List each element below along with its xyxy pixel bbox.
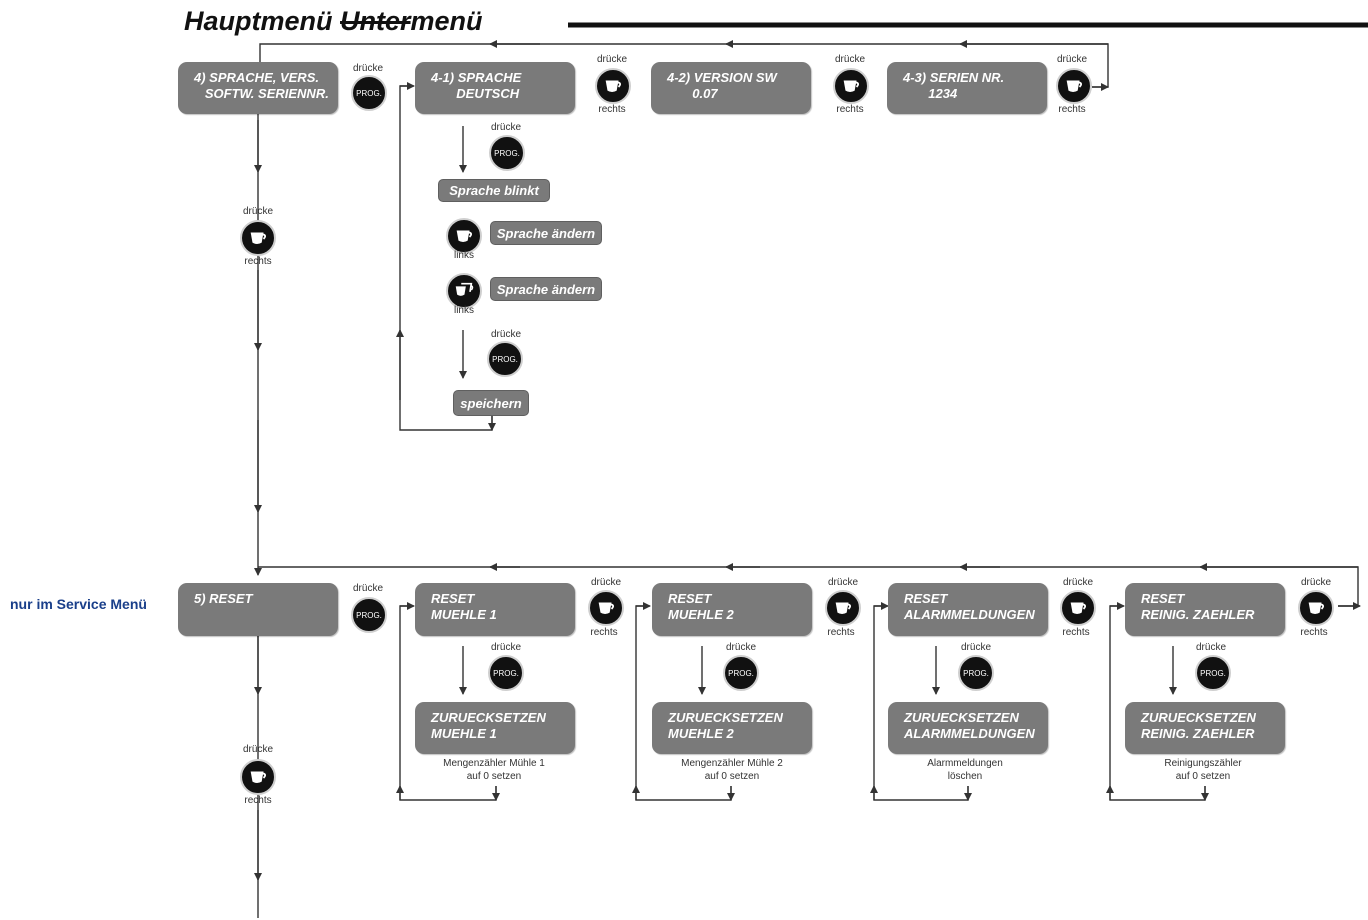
prog-label: PROG. [494, 148, 520, 158]
cup-icon[interactable] [588, 590, 624, 626]
label-press: drücke [1195, 642, 1226, 653]
prog-button-icon[interactable]: PROG. [489, 135, 525, 171]
box-zurueck-alarm[interactable]: ZURUECKSETZEN ALARMMELDUNGEN [888, 702, 1048, 754]
box-reset-alarm[interactable]: RESET ALARMMELDUNGEN [888, 583, 1048, 636]
label-right: rechts [1300, 627, 1328, 638]
pill-speichern: speichern [453, 390, 529, 416]
label-press: drücke [490, 642, 521, 653]
label-left: links [453, 250, 474, 261]
label-press: drücke [490, 329, 521, 340]
label-right: rechts [244, 795, 272, 806]
prog-button-icon[interactable]: PROG. [488, 655, 524, 691]
prog-button-icon[interactable]: PROG. [723, 655, 759, 691]
box-reset-muehle-2[interactable]: RESET MUEHLE 2 [652, 583, 812, 636]
label-press: drücke [352, 583, 383, 594]
label-right: rechts [827, 627, 855, 638]
label-press: drücke [960, 642, 991, 653]
box-zurueck-reinig[interactable]: ZURUECKSETZEN REINIG. ZAEHLER [1125, 702, 1285, 754]
box-sprache-deutsch[interactable]: 4-1) SPRACHE DEUTSCH [415, 62, 575, 114]
title-rest: menü [410, 6, 483, 36]
cup-icon[interactable] [833, 68, 869, 104]
cup-icon[interactable] [1060, 590, 1096, 626]
prog-button-icon[interactable]: PROG. [351, 597, 387, 633]
pill-sprache-blinkt: Sprache blinkt [438, 179, 550, 202]
prog-label: PROG. [356, 610, 382, 620]
label-press: drücke [827, 577, 858, 588]
box-zurueck-muehle-1[interactable]: ZURUECKSETZEN MUEHLE 1 [415, 702, 575, 754]
pill-sprache-aendern-2: Sprache ändern [490, 277, 602, 301]
label-press: drücke [590, 577, 621, 588]
cup-icon[interactable] [446, 218, 482, 254]
prog-label: PROG. [728, 668, 754, 678]
prog-label: PROG. [493, 668, 519, 678]
cup-icon[interactable] [1298, 590, 1334, 626]
box-serien-nr[interactable]: 4-3) SERIEN NR. 1234 [887, 62, 1047, 114]
cup-icon[interactable] [240, 220, 276, 256]
label-right: rechts [244, 256, 272, 267]
double-cup-icon[interactable] [446, 273, 482, 309]
cup-icon[interactable] [240, 759, 276, 795]
label-press: drücke [1300, 577, 1331, 588]
prog-button-icon[interactable]: PROG. [487, 341, 523, 377]
box-zurueck-muehle-2[interactable]: ZURUECKSETZEN MUEHLE 2 [652, 702, 812, 754]
service-menu-note: nur im Service Menü [10, 596, 147, 612]
label-right: rechts [1062, 627, 1090, 638]
prog-button-icon[interactable]: PROG. [1195, 655, 1231, 691]
label-right: rechts [836, 104, 864, 115]
title-struck: Unter [340, 6, 411, 36]
page-title: Hauptmenü Untermenü [184, 6, 483, 37]
caption-muehle-2: Mengenzähler Mühle 2 auf 0 setzen [681, 758, 783, 782]
prog-label: PROG. [492, 354, 518, 364]
title-main: Hauptmenü [184, 6, 341, 36]
label-press: drücke [242, 206, 273, 217]
prog-label: PROG. [356, 88, 382, 98]
label-press: drücke [596, 54, 627, 65]
label-press: drücke [725, 642, 756, 653]
label-press: drücke [1062, 577, 1093, 588]
pill-sprache-aendern-1: Sprache ändern [490, 221, 602, 245]
label-left: links [453, 305, 474, 316]
caption-muehle-1: Mengenzähler Mühle 1 auf 0 setzen [443, 758, 545, 782]
cup-icon[interactable] [595, 68, 631, 104]
prog-label: PROG. [963, 668, 989, 678]
box-version-sw[interactable]: 4-2) VERSION SW 0.07 [651, 62, 811, 114]
box-reset-main[interactable]: 5) RESET [178, 583, 338, 636]
prog-button-icon[interactable]: PROG. [351, 75, 387, 111]
prog-label: PROG. [1200, 668, 1226, 678]
cup-icon[interactable] [1056, 68, 1092, 104]
label-right: rechts [1058, 104, 1086, 115]
label-press: drücke [834, 54, 865, 65]
label-press: drücke [352, 63, 383, 74]
label-press: drücke [490, 122, 521, 133]
box-sprache-main[interactable]: 4) SPRACHE, VERS. SOFTW. SERIENNR. [178, 62, 338, 114]
label-press: drücke [242, 744, 273, 755]
label-right: rechts [598, 104, 626, 115]
caption-reinig: Reinigungszähler auf 0 setzen [1164, 758, 1242, 782]
label-press: drücke [1056, 54, 1087, 65]
cup-icon[interactable] [825, 590, 861, 626]
caption-alarm: Alarmmeldungen löschen [927, 758, 1003, 782]
box-reset-muehle-1[interactable]: RESET MUEHLE 1 [415, 583, 575, 636]
label-right: rechts [590, 627, 618, 638]
prog-button-icon[interactable]: PROG. [958, 655, 994, 691]
box-reset-reinig[interactable]: RESET REINIG. ZAEHLER [1125, 583, 1285, 636]
